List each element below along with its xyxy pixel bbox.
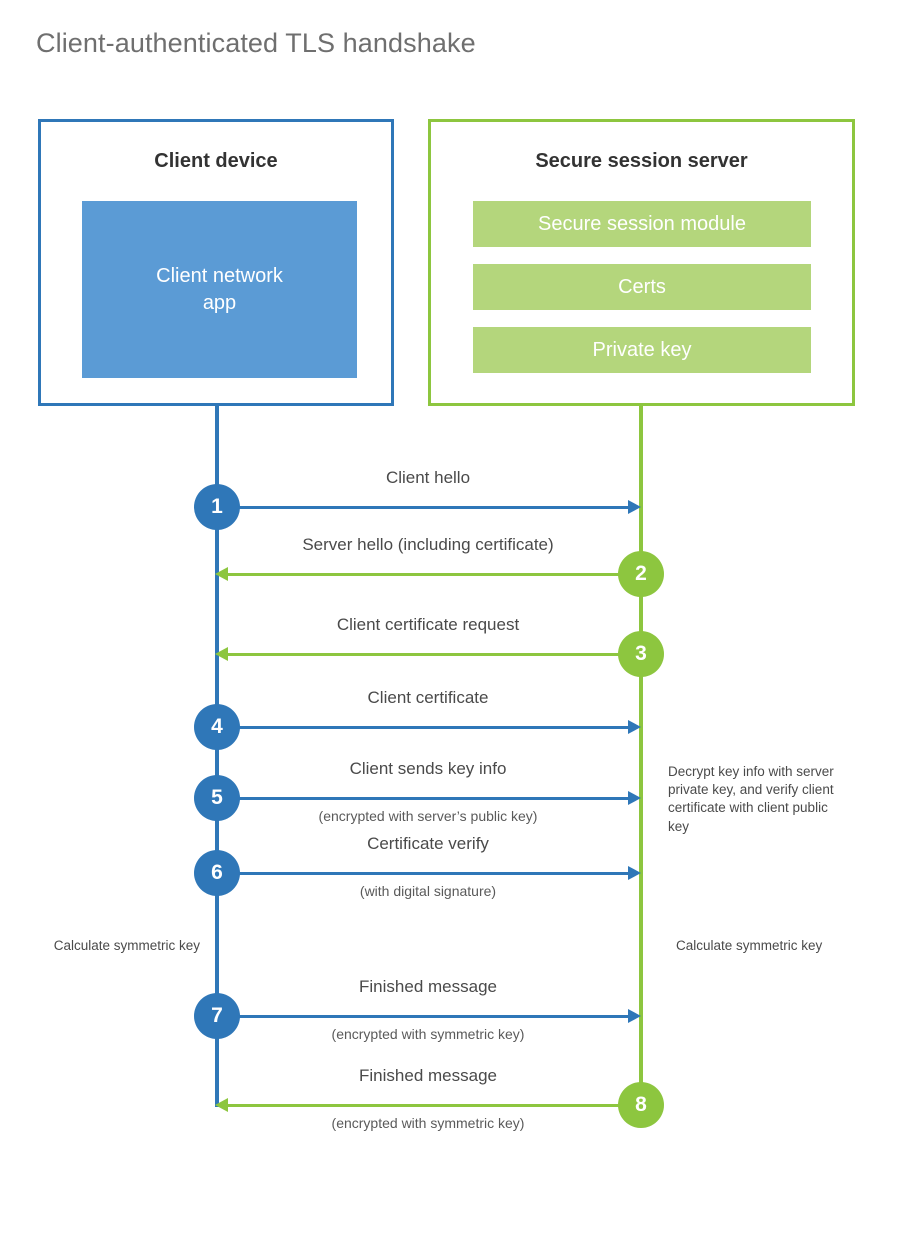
message-sublabel-6: (with digital signature) [359,883,497,899]
secure-session-server-title: Secure session server [535,150,748,172]
message-label-3: Client certificate request [336,615,520,634]
client-lifeline [215,404,219,1107]
arrow-head-icon-8 [215,1098,228,1112]
arrow-line-8 [226,1104,641,1107]
step-number-badge-6: 6 [194,850,240,896]
step-number-badge-5: 5 [194,775,240,821]
server-module-private-key: Private key [473,327,811,373]
annotation-server-calculate-symmetric-key: Calculate symmetric key [676,938,823,953]
client-device-box: Client device Client network app [38,119,394,406]
message-label-4: Client certificate [367,688,489,707]
client-app-label-line1: Client network [156,264,283,287]
arrow-line-6 [217,872,635,875]
step-number-badge-7: 7 [194,993,240,1039]
page-title: Client-authenticated TLS handshake [36,28,476,58]
message-label-2: Server hello (including certificate) [302,535,554,554]
annotation-server-decrypt: Decrypt key info with server private key… [668,764,834,834]
arrow-head-icon-5 [628,791,641,805]
step-number-badge-8: 8 [618,1082,664,1128]
message-sublabel-5: (encrypted with server’s public key) [318,808,538,824]
arrow-line-3 [226,653,641,656]
step-number-badge-1: 1 [194,484,240,530]
arrow-line-7 [217,1015,635,1018]
server-module-secure-session-module: Secure session module [473,201,811,247]
message-label-6: Certificate verify [367,834,489,853]
arrow-head-icon-4 [628,720,641,734]
message-label-5: Client sends key info [349,759,507,778]
arrow-line-2 [226,573,641,576]
arrow-head-icon-2 [215,567,228,581]
client-network-app-label: Client network app [156,263,283,317]
step-number-badge-2: 2 [618,551,664,597]
message-sublabel-7: (encrypted with symmetric key) [331,1026,525,1042]
client-app-label-line2: app [202,291,237,314]
step-number-badge-3: 3 [618,631,664,677]
arrow-head-icon-7 [628,1009,641,1023]
message-label-8: Finished message [359,1066,497,1085]
arrow-line-4 [217,726,635,729]
arrow-line-5 [217,797,635,800]
client-device-title: Client device [154,150,278,172]
step-number-badge-4: 4 [194,704,240,750]
arrow-head-icon-3 [215,647,228,661]
server-module-certs: Certs [473,264,811,310]
message-label-7: Finished message [359,977,497,996]
arrow-line-1 [217,506,635,509]
arrow-head-icon-6 [628,866,641,880]
server-lifeline [639,404,643,1107]
arrow-head-icon-1 [628,500,641,514]
secure-session-server-box: Secure session server Secure session mod… [428,119,855,406]
message-label-1: Client hello [385,468,471,487]
client-network-app-box: Client network app [82,201,357,378]
annotation-client-calculate-symmetric-key: Calculate symmetric key [53,938,200,953]
message-sublabel-8: (encrypted with symmetric key) [331,1115,525,1131]
